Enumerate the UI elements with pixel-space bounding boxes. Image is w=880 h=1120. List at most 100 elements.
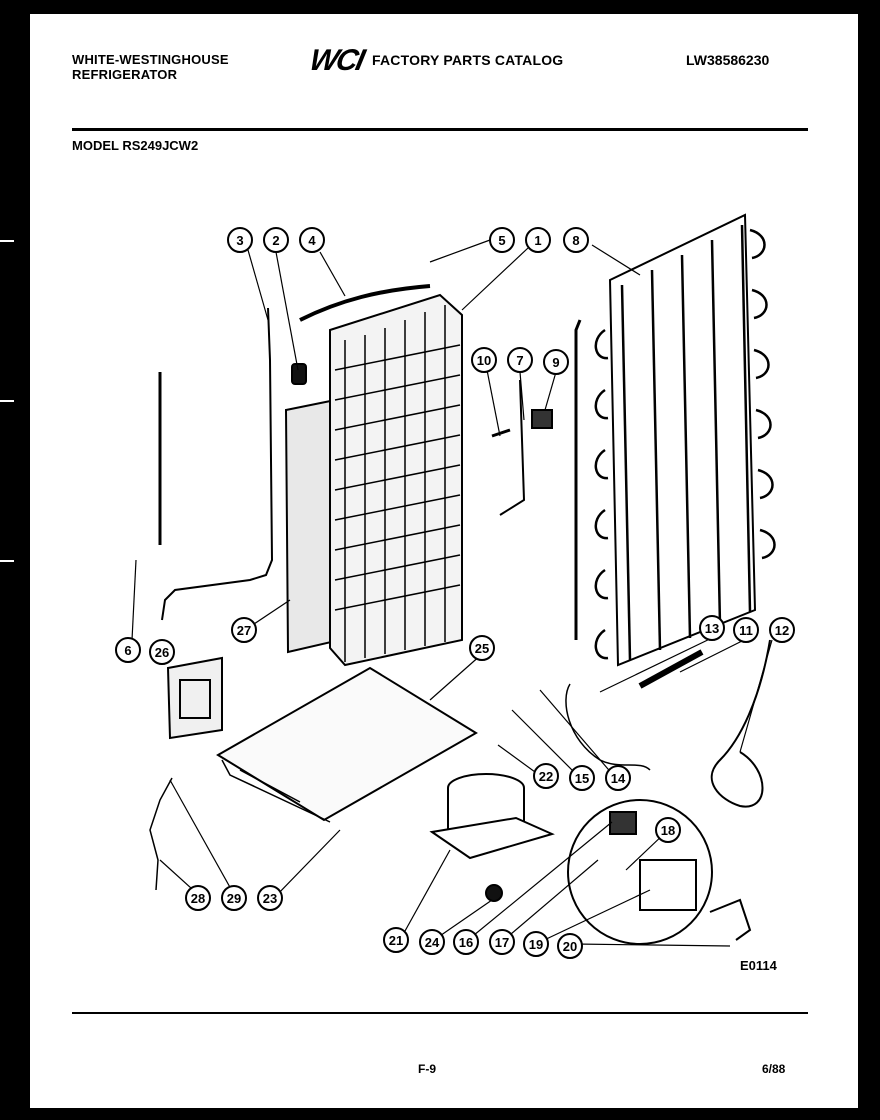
capillary-tube xyxy=(161,307,274,621)
callout-10: 10 xyxy=(471,347,497,373)
svg-text:20: 20 xyxy=(563,939,577,954)
svg-text:4: 4 xyxy=(308,233,316,248)
leader-lines xyxy=(131,239,773,947)
svg-text:24: 24 xyxy=(425,935,440,950)
svg-text:21: 21 xyxy=(389,933,403,948)
callout-26: 26 xyxy=(149,639,175,665)
svg-text:12: 12 xyxy=(775,623,789,638)
svg-text:13: 13 xyxy=(705,621,719,636)
filter-drier xyxy=(638,649,704,689)
evaporator xyxy=(329,293,463,667)
callout-6: 6 xyxy=(115,637,141,663)
svg-text:3: 3 xyxy=(236,233,243,248)
wire-harness xyxy=(149,777,173,891)
condenser-tube xyxy=(574,319,582,640)
drain-pan xyxy=(216,666,478,822)
callout-21: 21 xyxy=(383,927,409,953)
callout-25: 25 xyxy=(469,635,495,661)
condenser xyxy=(608,213,757,667)
callout-3: 3 xyxy=(227,227,253,253)
svg-text:29: 29 xyxy=(227,891,241,906)
svg-text:23: 23 xyxy=(263,891,277,906)
callout-9: 9 xyxy=(543,349,569,375)
service-tube xyxy=(710,639,771,808)
callout-1: 1 xyxy=(525,227,551,253)
svg-text:15: 15 xyxy=(575,771,589,786)
condenser-coils xyxy=(594,224,776,661)
callout-2: 2 xyxy=(263,227,289,253)
svg-text:25: 25 xyxy=(475,641,489,656)
svg-text:28: 28 xyxy=(191,891,205,906)
svg-text:11: 11 xyxy=(739,623,753,638)
svg-text:9: 9 xyxy=(552,355,559,370)
relay-clip xyxy=(709,898,752,941)
svg-text:27: 27 xyxy=(237,623,251,638)
page-number: F-9 xyxy=(418,1062,436,1076)
callout-16: 16 xyxy=(453,929,479,955)
bracket-part xyxy=(531,409,553,429)
callout-8: 8 xyxy=(563,227,589,253)
callout-12: 12 xyxy=(769,617,795,643)
screw-part xyxy=(491,428,511,438)
svg-text:16: 16 xyxy=(459,935,473,950)
callout-29: 29 xyxy=(221,885,247,911)
callout-28: 28 xyxy=(185,885,211,911)
tube-part xyxy=(299,284,431,322)
catalog-title: FACTORY PARTS CATALOG xyxy=(372,52,564,68)
doc-number: LW38586230 xyxy=(686,52,770,68)
svg-text:6: 6 xyxy=(124,643,131,658)
callout-17: 17 xyxy=(489,929,515,955)
heater-wire xyxy=(499,379,526,516)
brand-name: WHITE-WESTINGHOUSE REFRIGERATOR xyxy=(72,52,229,82)
pan-bracket xyxy=(221,759,331,823)
svg-text:5: 5 xyxy=(498,233,505,248)
svg-text:22: 22 xyxy=(539,769,553,784)
grommet-part xyxy=(485,884,503,902)
callout-19: 19 xyxy=(523,931,549,957)
callout-11: 11 xyxy=(733,617,759,643)
callout-14: 14 xyxy=(605,765,631,791)
callout-13: 13 xyxy=(699,615,725,641)
relay-part xyxy=(609,811,637,835)
svg-text:14: 14 xyxy=(611,771,626,786)
edge-mark xyxy=(0,240,14,242)
svg-text:10: 10 xyxy=(477,353,491,368)
callout-22: 22 xyxy=(533,763,559,789)
edge-mark xyxy=(0,560,14,562)
header-divider xyxy=(72,128,808,131)
compressor-base xyxy=(429,816,555,860)
svg-text:2: 2 xyxy=(272,233,279,248)
model-number: MODEL RS249JCW2 xyxy=(72,138,199,153)
clip-part xyxy=(291,363,307,385)
exploded-parts xyxy=(131,213,776,947)
overload-part xyxy=(639,859,697,911)
svg-text:26: 26 xyxy=(155,645,169,660)
callout-23: 23 xyxy=(257,885,283,911)
callout-bullets: 3 2 4 5 1 8 10 7 9 27 6 26 25 13 11 12 2… xyxy=(115,227,795,959)
callout-18: 18 xyxy=(655,817,681,843)
tube-fitting xyxy=(565,683,651,771)
callout-15: 15 xyxy=(569,765,595,791)
catalog-date: 6/88 xyxy=(762,1062,786,1076)
svg-text:8: 8 xyxy=(572,233,579,248)
footer-divider xyxy=(72,1012,808,1014)
svg-text:7: 7 xyxy=(516,353,523,368)
drain-trough xyxy=(166,656,223,740)
callout-24: 24 xyxy=(419,929,445,955)
edge-mark xyxy=(0,400,14,402)
callout-27: 27 xyxy=(231,617,257,643)
svg-text:18: 18 xyxy=(661,823,675,838)
callout-7: 7 xyxy=(507,347,533,373)
trough-opening xyxy=(179,679,211,719)
svg-text:17: 17 xyxy=(495,935,509,950)
relay-detail-circle xyxy=(567,799,713,945)
brand-line2: REFRIGERATOR xyxy=(72,67,178,82)
callout-5: 5 xyxy=(489,227,515,253)
figure-code: E0114 xyxy=(740,958,777,973)
svg-text:1: 1 xyxy=(534,233,541,248)
callout-4: 4 xyxy=(299,227,325,253)
brand-line1: WHITE-WESTINGHOUSE xyxy=(72,52,229,67)
evaporator-fins xyxy=(334,305,461,662)
svg-text:19: 19 xyxy=(529,937,543,952)
